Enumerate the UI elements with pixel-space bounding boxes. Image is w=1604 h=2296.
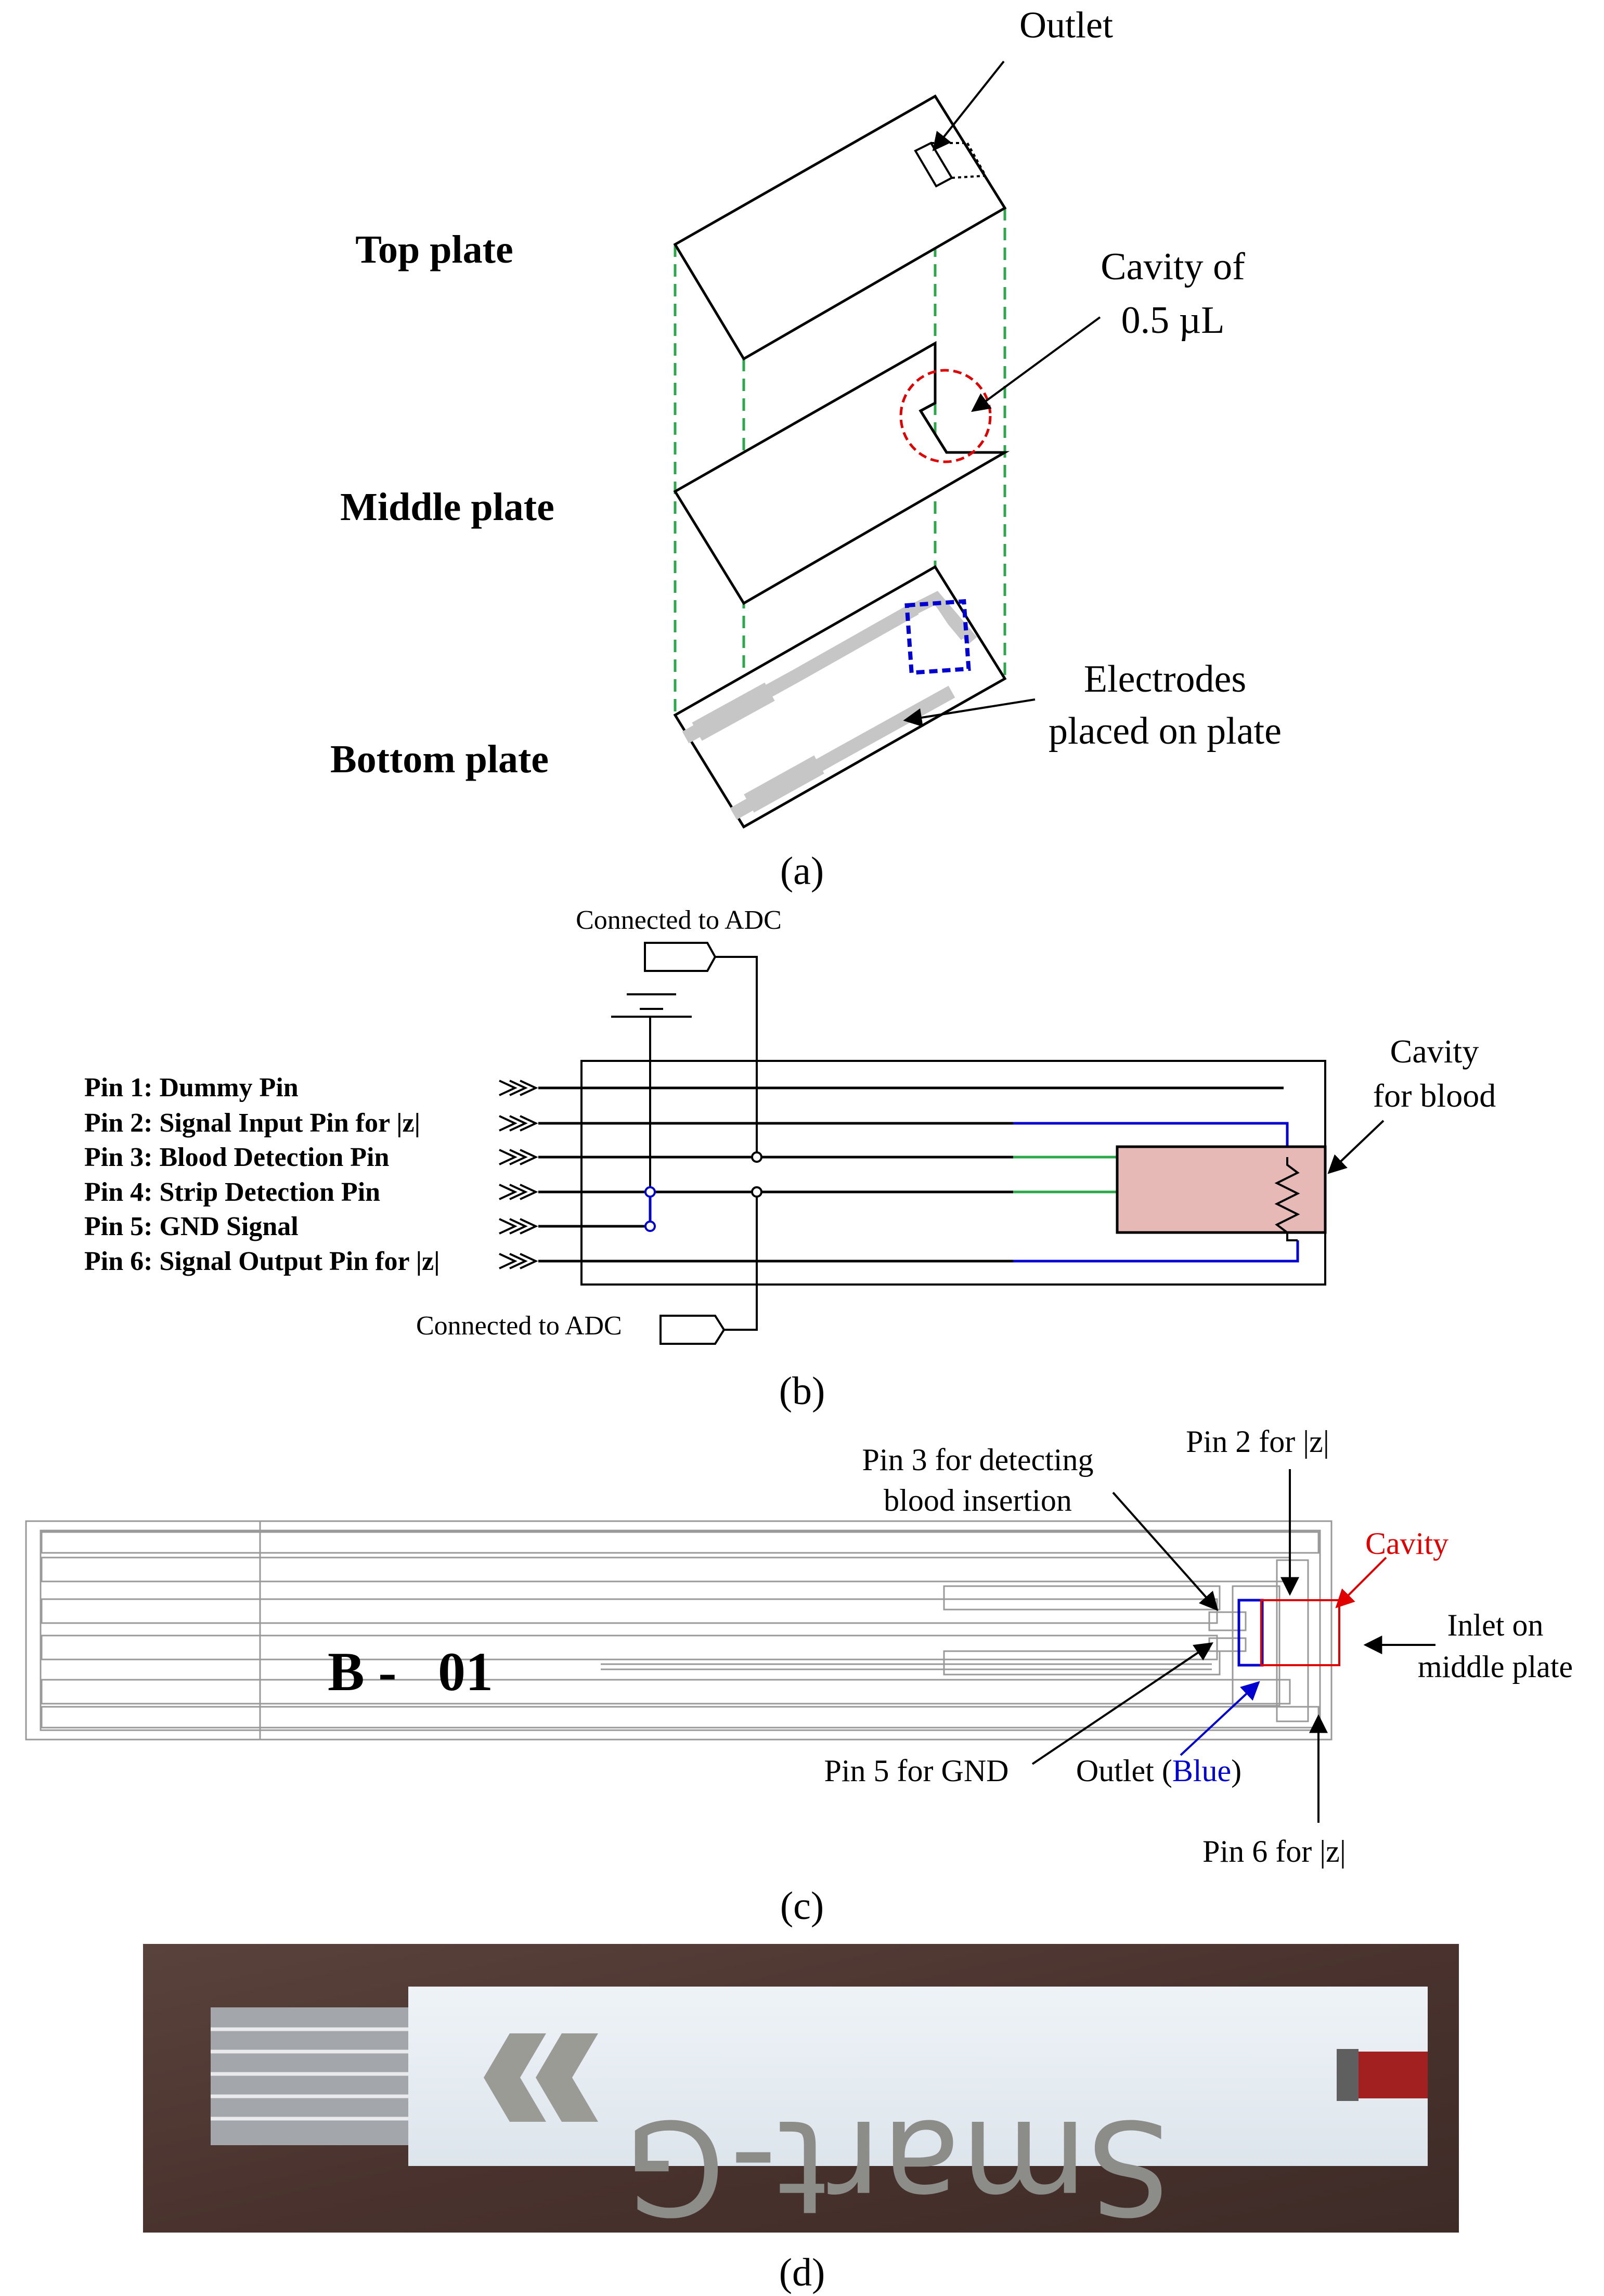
pin-labels: Pin 1: Dummy Pin Pin 2: Signal Input Pin… [84,1073,440,1276]
electrode-region-box [904,599,971,675]
electrodes-label-line1: Electrodes [1084,658,1246,701]
middle-plate-label: Middle plate [340,485,554,529]
caption-b: (b) [779,1369,825,1413]
cavity-blood-line1: Cavity [1390,1033,1479,1070]
caption-c: (c) [780,1884,824,1928]
panel-a: Outlet Top plate Cavity of 0.5 µL Middle… [330,4,1282,893]
cavity-box [1260,1599,1340,1666]
adc-bottom-label: Connected to ADC [416,1311,622,1341]
cavity-label-line1: Cavity of [1101,245,1245,288]
outlet-label: Outlet [1019,4,1113,46]
adc-bottom-connector [659,1191,758,1345]
inlet-label-line1: Inlet on [1447,1608,1544,1642]
outlet-suffix: ) [1231,1754,1241,1788]
pin6-label: Pin 6 for |z| [1202,1834,1346,1869]
outlet-prefix: Outlet ( [1076,1754,1172,1788]
pin-label: Pin 3: Blood Detection Pin [84,1143,390,1172]
cavity-label-line2: 0.5 µL [1121,299,1225,342]
adc-top-label: Connected to ADC [576,905,782,935]
cavity-arrow [1335,1556,1387,1609]
adc-top-connector [644,942,758,1157]
outlet-box [1237,1599,1264,1667]
panel-d: Smart-G (d) [143,1944,1459,2294]
pin3-label-line2: blood insertion [884,1483,1072,1517]
middle-plate [673,341,1010,605]
outlet-arrow [932,60,1005,151]
inlet-label-line2: middle plate [1418,1650,1573,1684]
electrodes-label-line2: placed on plate [1049,710,1282,753]
pin-label: Pin 4: Strip Detection Pin [84,1177,380,1207]
bottom-plate [673,565,1007,829]
pin5-label: Pin 5 for GND [824,1754,1009,1788]
outlet-color-word: Blue [1172,1754,1231,1788]
resistor-symbol [1274,1157,1300,1241]
outlet-blue-arrow [1180,1681,1260,1756]
strip-code: B - 01 [328,1641,493,1702]
outlet-slot [914,141,987,188]
pin-label: Pin 5: GND Signal [84,1212,299,1241]
caption-a: (a) [780,849,824,893]
pin-label: Pin 1: Dummy Pin [84,1073,299,1102]
pin5-arrow [1031,1642,1213,1765]
pin3-arrow [1112,1491,1219,1611]
pin-label: Pin 6: Signal Output Pin for |z| [84,1247,440,1276]
strip-layout [25,1520,1333,1741]
caption-d: (d) [779,2251,825,2294]
top-plate-label: Top plate [355,228,513,271]
cavity-block [1116,1145,1327,1234]
pin3-label-line1: Pin 3 for detecting [862,1443,1094,1477]
pin2-label: Pin 2 for |z| [1186,1424,1329,1459]
pin-connectors [499,1080,538,1269]
ground-symbol [611,993,692,1191]
outlet-label: Outlet (Blue) [1076,1754,1241,1788]
pin-lines [538,1086,1284,1263]
inlet-red-tip [1357,2052,1428,2098]
electrodes [682,591,977,820]
inlet-metal [1337,2049,1359,2101]
cavity-blood-arrow [1327,1120,1385,1174]
cavity-blood-line2: for blood [1373,1077,1496,1114]
panel-b: Pin 1: Dummy Pin Pin 2: Signal Input Pin… [84,905,1496,1413]
cavity-label: Cavity [1365,1526,1448,1561]
pin-label: Pin 2: Signal Input Pin for |z| [84,1108,420,1138]
strip-brand-text: Smart-G [624,2091,1170,2242]
panel-c: B - 01 Pin 3 for detecting blood inserti… [25,1424,1573,1928]
cavity-circle [899,369,992,463]
chevron-icon [484,2033,598,2122]
electrodes-arrow [903,698,1036,727]
cavity-arrow [971,316,1101,412]
bottom-plate-label: Bottom plate [330,737,549,781]
strip-body [408,1987,1428,2166]
contact-pads [211,2007,424,2145]
top-plate [673,94,1007,361]
